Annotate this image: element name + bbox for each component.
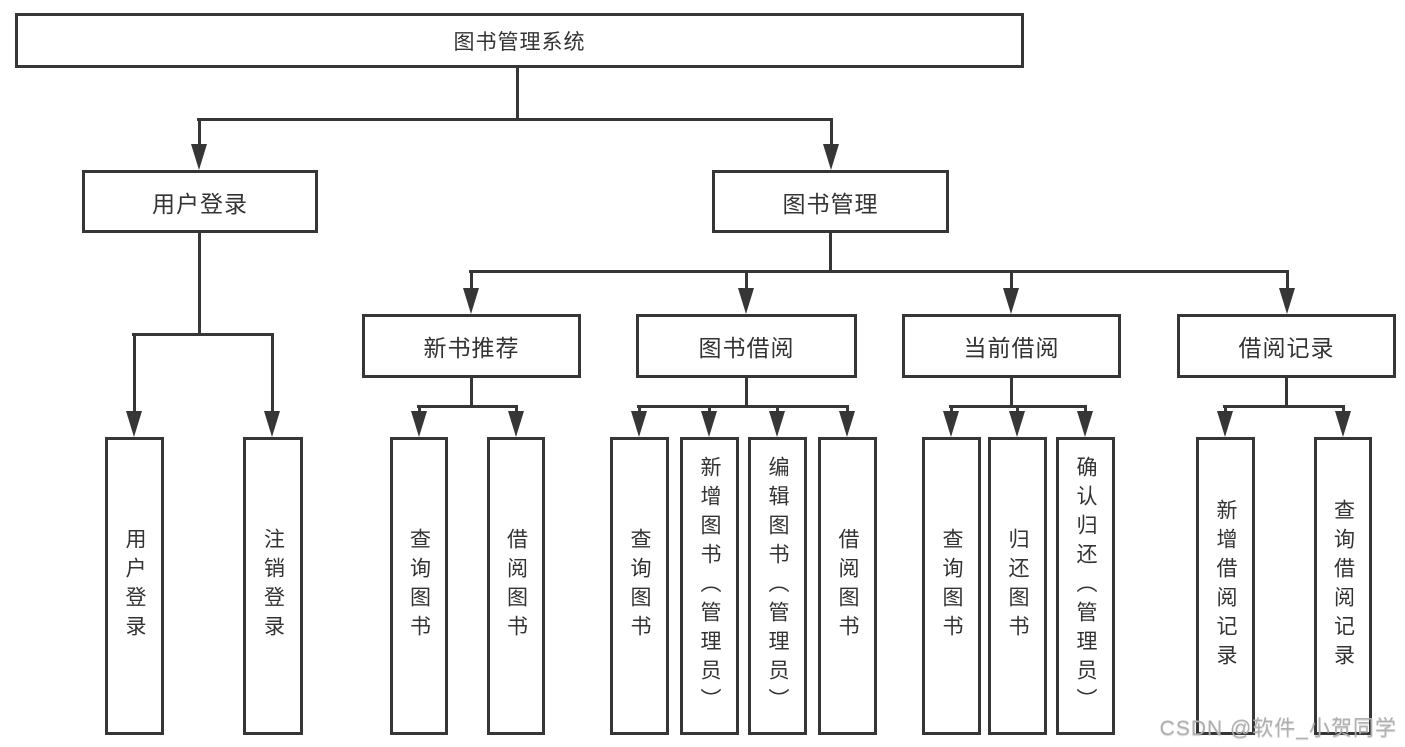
node-label: 用户登录 bbox=[152, 190, 248, 217]
arrowhead-down-icon bbox=[264, 411, 280, 437]
connector-line bbox=[516, 68, 519, 120]
leaf-user-login: 用户登录 bbox=[105, 437, 164, 735]
connector-line bbox=[745, 272, 748, 292]
leaf-label: 新增图书（管理员） bbox=[698, 455, 721, 717]
arrowhead-down-icon bbox=[631, 411, 647, 437]
connector-line bbox=[1223, 405, 1345, 408]
leaf-label: 借阅图书 bbox=[836, 528, 859, 644]
connector-line bbox=[1010, 272, 1013, 292]
leaf-confirm-return-admin: 确认归还（管理员） bbox=[1056, 437, 1115, 735]
leaf-label: 归还图书 bbox=[1006, 528, 1029, 644]
connector-line bbox=[829, 233, 832, 272]
node-label: 图书管理系统 bbox=[453, 30, 586, 54]
node-label: 图书借阅 bbox=[698, 335, 795, 361]
connector-line bbox=[133, 335, 136, 415]
leaf-edit-books-admin: 编辑图书（管理员） bbox=[748, 437, 807, 735]
connector-line bbox=[1010, 378, 1013, 407]
arrowhead-down-icon bbox=[1217, 411, 1233, 437]
connector-line bbox=[198, 233, 201, 335]
leaf-add-borrow-record: 新增借阅记录 bbox=[1196, 437, 1255, 735]
leaf-return-books: 归还图书 bbox=[988, 437, 1047, 735]
node-label: 借阅记录 bbox=[1238, 335, 1335, 361]
node-borrowing-records: 借阅记录 bbox=[1177, 314, 1396, 378]
connector-line bbox=[271, 335, 274, 415]
leaf-label: 注销登录 bbox=[261, 528, 285, 644]
leaf-label: 查询图书 bbox=[628, 528, 651, 644]
connector-line bbox=[417, 405, 518, 408]
leaf-query-borrow-record: 查询借阅记录 bbox=[1314, 437, 1372, 735]
arrowhead-down-icon bbox=[769, 411, 785, 437]
node-label: 图书管理 bbox=[782, 190, 879, 217]
node-label: 当前借阅 bbox=[963, 335, 1060, 361]
leaf-query-books-current: 查询图书 bbox=[922, 437, 981, 735]
connector-line bbox=[197, 118, 833, 121]
leaf-label: 编辑图书（管理员） bbox=[766, 455, 789, 717]
arrowhead-down-icon bbox=[1279, 288, 1295, 314]
connector-line bbox=[949, 405, 1087, 408]
leaf-borrow-books-recommend: 借阅图书 bbox=[487, 437, 545, 735]
connector-line bbox=[198, 120, 201, 148]
connector-line bbox=[1286, 272, 1289, 292]
arrowhead-down-icon bbox=[1003, 288, 1019, 314]
connector-line bbox=[469, 270, 1289, 273]
connector-line bbox=[745, 378, 748, 407]
arrowhead-down-icon bbox=[411, 411, 427, 437]
connector-line bbox=[830, 120, 833, 148]
arrowhead-down-icon bbox=[823, 144, 839, 170]
leaf-label: 查询图书 bbox=[940, 528, 963, 644]
leaf-label: 新增借阅记录 bbox=[1214, 499, 1237, 673]
arrowhead-down-icon bbox=[1335, 411, 1351, 437]
arrowhead-down-icon bbox=[191, 144, 207, 170]
arrowhead-down-icon bbox=[738, 288, 754, 314]
leaf-label: 查询图书 bbox=[407, 528, 431, 644]
connector-line bbox=[470, 272, 473, 292]
node-library-management-system: 图书管理系统 bbox=[15, 13, 1024, 68]
watermark-text: CSDN @软件_小贺同学 bbox=[1159, 717, 1397, 740]
arrowhead-down-icon bbox=[126, 411, 142, 437]
leaf-borrow-books: 借阅图书 bbox=[818, 437, 877, 735]
leaf-logout: 注销登录 bbox=[243, 437, 303, 735]
connector-line bbox=[1285, 378, 1288, 407]
arrowhead-down-icon bbox=[463, 288, 479, 314]
arrowhead-down-icon bbox=[508, 411, 524, 437]
node-book-management: 图书管理 bbox=[712, 170, 949, 233]
arrowhead-down-icon bbox=[701, 411, 717, 437]
leaf-label: 用户登录 bbox=[123, 528, 146, 644]
arrowhead-down-icon bbox=[1077, 411, 1093, 437]
node-new-book-recommend: 新书推荐 bbox=[362, 314, 581, 378]
node-user-login: 用户登录 bbox=[82, 170, 318, 233]
arrowhead-down-icon bbox=[1009, 411, 1025, 437]
connector-line bbox=[637, 405, 849, 408]
leaf-query-books-borrow: 查询图书 bbox=[610, 437, 669, 735]
leaf-label: 查询借阅记录 bbox=[1331, 499, 1355, 673]
connector-line bbox=[470, 378, 473, 407]
node-current-borrowing: 当前借阅 bbox=[902, 314, 1121, 378]
leaf-label: 借阅图书 bbox=[504, 528, 528, 644]
leaf-query-books-recommend: 查询图书 bbox=[390, 437, 448, 735]
leaf-add-books-admin: 新增图书（管理员） bbox=[680, 437, 739, 735]
node-label: 新书推荐 bbox=[423, 335, 520, 361]
arrowhead-down-icon bbox=[943, 411, 959, 437]
arrowhead-down-icon bbox=[839, 411, 855, 437]
leaf-label: 确认归还（管理员） bbox=[1074, 455, 1097, 717]
node-book-borrowing: 图书借阅 bbox=[636, 314, 857, 378]
connector-line bbox=[132, 333, 274, 336]
